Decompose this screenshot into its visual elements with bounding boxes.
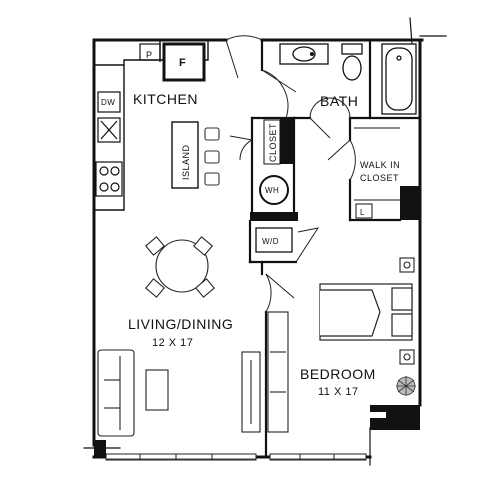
- walk-in-closet-shelving: [354, 127, 400, 219]
- refrigerator-label: F: [179, 57, 186, 69]
- sofa: [97, 349, 135, 437]
- refrigerator: F: [162, 42, 206, 82]
- bedroom-label: BEDROOM: [300, 366, 376, 382]
- bed: [319, 283, 413, 341]
- washer-dryer-label: W/D: [262, 237, 279, 246]
- bedroom-size: 11 X 17: [318, 386, 359, 398]
- kitchen-label: KITCHEN: [133, 91, 198, 107]
- bathtub: [381, 43, 417, 115]
- living-dining-label: LIVING/DINING: [128, 316, 233, 332]
- living-dining-size: 12 X 17: [152, 337, 193, 349]
- dishwasher-label: DW: [101, 98, 115, 107]
- walk-in-closet-label-line2: CLOSET: [360, 173, 399, 183]
- structural-columns: [94, 118, 420, 456]
- bath-sink: [292, 46, 316, 62]
- pantry: P: [139, 43, 161, 61]
- interior-walls: [248, 38, 422, 459]
- water-heater-label: WH: [265, 186, 279, 195]
- hall-closet: CLOSET: [263, 119, 281, 165]
- bottom-windows: [105, 453, 367, 461]
- bedroom-dresser: [267, 311, 289, 433]
- bath-fixtures: [279, 43, 417, 115]
- plant-icon: [396, 376, 416, 396]
- nightstands: [399, 257, 415, 365]
- coffee-table: [145, 369, 169, 411]
- island-label: ISLAND: [181, 144, 191, 180]
- water-heater: WH: [259, 175, 289, 205]
- walk-in-closet-label-line1: WALK IN: [360, 160, 400, 170]
- kitchen-island: ISLAND: [171, 121, 199, 189]
- pantry-label: P: [146, 50, 153, 60]
- media-console: [241, 351, 261, 433]
- bar-stools: [204, 127, 220, 186]
- linen-label: L: [360, 208, 365, 217]
- bath-label: BATH: [320, 93, 358, 109]
- toilet-bowl: [342, 55, 362, 81]
- kitchen-sink: [97, 117, 121, 143]
- dining-table: [155, 239, 209, 293]
- cooktop: [95, 161, 123, 197]
- door-swings: [225, 35, 356, 313]
- closet-label: CLOSET: [268, 123, 278, 162]
- dining-set: [145, 236, 215, 298]
- toilet-tank: [341, 43, 363, 55]
- washer-dryer: W/D: [255, 227, 293, 253]
- dishwasher: DW: [97, 91, 121, 113]
